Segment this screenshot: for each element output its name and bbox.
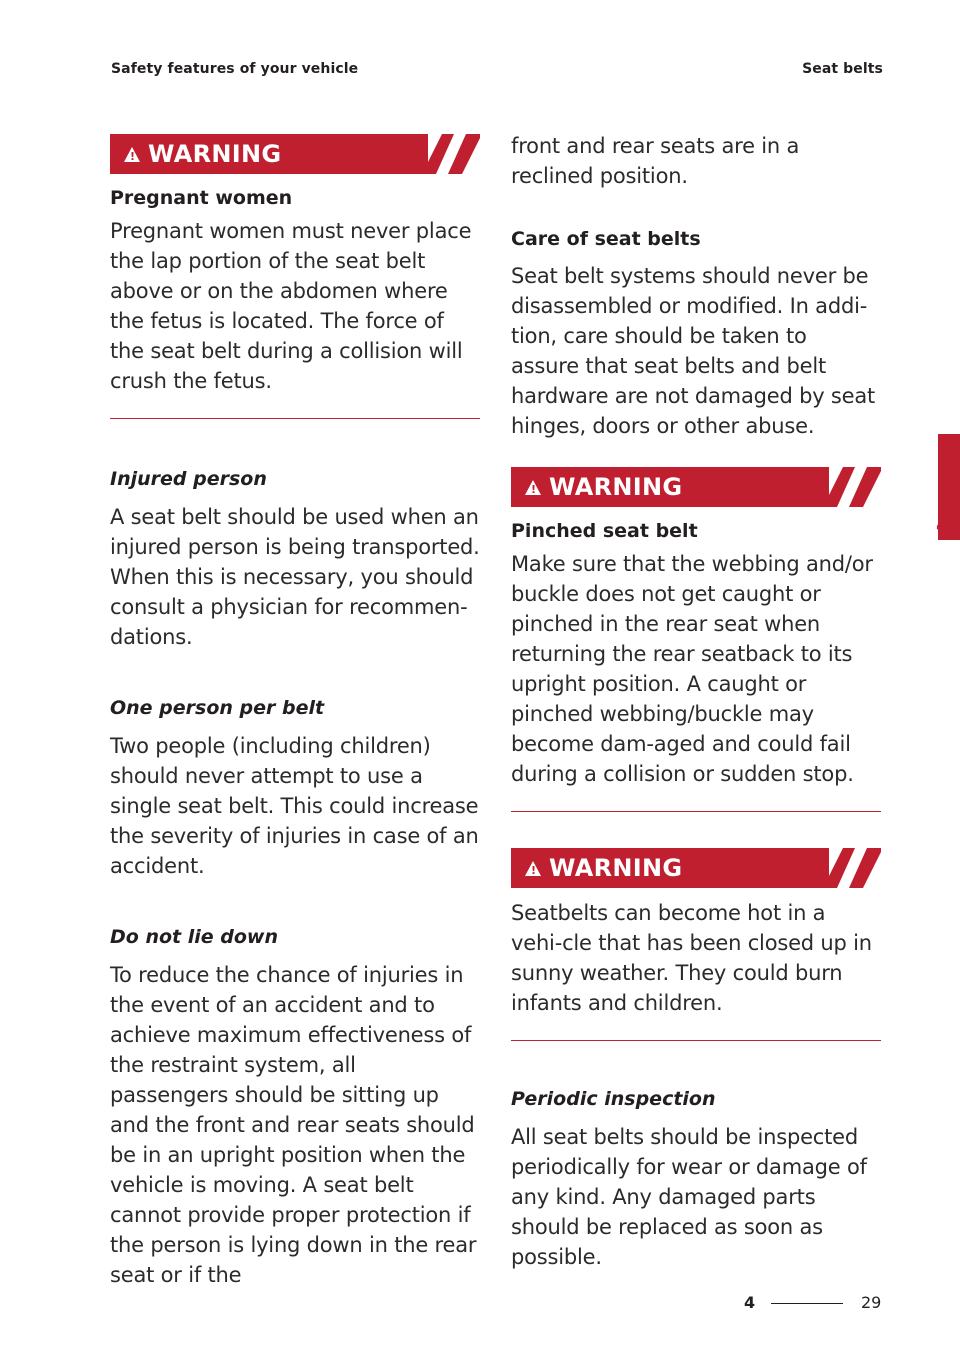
- heading-one-person: One person per belt: [110, 697, 325, 719]
- warning-label: WARNING: [549, 473, 683, 501]
- warning-text: Pregnant women must never place the lap …: [110, 219, 472, 393]
- warning-banner-pinched: ! WARNING: [511, 467, 881, 507]
- section-title: Safety features of your vehicle: [111, 61, 359, 77]
- warning-end-rule: [110, 418, 480, 419]
- footer-chapter: 4: [744, 1293, 756, 1312]
- warning-end-rule: [511, 1040, 881, 1041]
- paragraph-one-person: Two people (including children) should n…: [110, 734, 479, 878]
- left-column: ! WARNING Pregnant women Pregnant women …: [110, 134, 480, 1290]
- warning-label: WARNING: [148, 140, 282, 168]
- page-number: 29: [861, 1293, 882, 1312]
- stripes-decoration: [428, 134, 480, 174]
- warning-text-pinched: Make sure that the webbing and/or buckle…: [511, 552, 873, 786]
- heading-periodic-inspection: Periodic inspection: [511, 1088, 716, 1110]
- warning-banner: ! WARNING: [110, 134, 480, 174]
- paragraph-care: Seat belt systems should never be disass…: [511, 264, 876, 438]
- stripes-decoration: [829, 467, 881, 507]
- heading-injured-person: Injured person: [110, 468, 267, 490]
- warning-title: Pregnant women: [110, 187, 293, 209]
- right-column: front and rear seats are in a reclined p…: [511, 134, 881, 1272]
- warning-title: Pinched seat belt: [511, 520, 698, 542]
- paragraph-injured-person: A seat belt should be used when an injur…: [110, 505, 480, 649]
- heading-care: Care of seat belts: [511, 228, 701, 250]
- chapter-tab: [938, 434, 960, 540]
- chapter-tab-number: 4: [936, 513, 950, 537]
- warning-end-rule: [511, 811, 881, 812]
- paragraph-lie-down: To reduce the chance of injuries in the …: [110, 963, 477, 1287]
- warning-banner-hot: ! WARNING: [511, 848, 881, 888]
- footer-divider: [771, 1303, 843, 1304]
- paragraph-periodic-inspection: All seat belts should be inspected perio…: [511, 1125, 867, 1269]
- warning-triangle-icon: [525, 861, 541, 876]
- warning-triangle-icon: [124, 147, 140, 162]
- warning-label: WARNING: [549, 854, 683, 882]
- warning-triangle-icon: [525, 480, 541, 495]
- subsection-title: Seat belts: [802, 61, 883, 77]
- page-header: Safety features of your vehicle Seat bel…: [0, 61, 960, 81]
- paragraph-continuation: front and rear seats are in a reclined p…: [511, 134, 800, 188]
- heading-lie-down: Do not lie down: [110, 926, 278, 948]
- warning-text-hot: Seatbelts can become hot in a vehi-cle t…: [511, 901, 872, 1015]
- stripes-decoration: [829, 848, 881, 888]
